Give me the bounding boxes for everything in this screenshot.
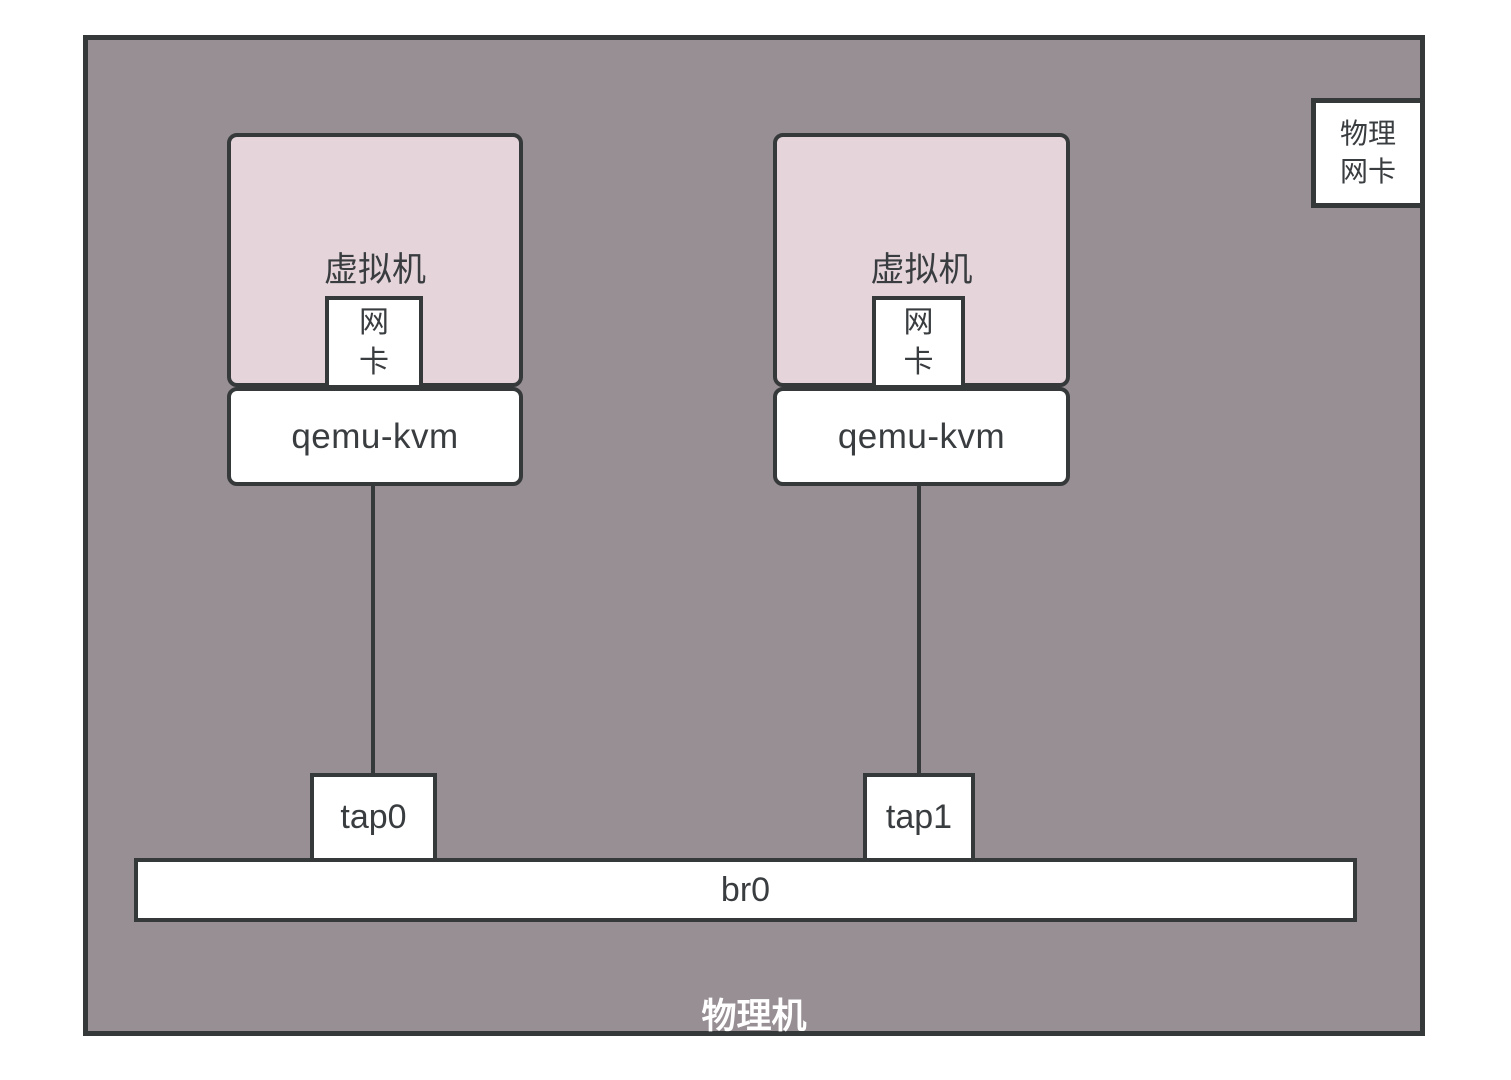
physical-nic-box: 物理网卡 — [1311, 98, 1425, 208]
vm-label-2: 虚拟机 — [870, 250, 973, 289]
connector-line-1 — [371, 484, 375, 775]
physical-nic-label: 物理网卡 — [1339, 117, 1396, 187]
tap-box-1: tap1 — [863, 773, 975, 862]
host-machine-label: 物理机 — [701, 996, 807, 1036]
hypervisor-box-2: qemu-kvm — [773, 387, 1070, 486]
hypervisor-box-1: qemu-kvm — [227, 387, 523, 486]
connector-line-2 — [917, 481, 921, 775]
vm-nic-box-2: 网卡 — [872, 296, 965, 389]
vm-nic-box-1: 网卡 — [325, 296, 423, 389]
vm-nic-label-1: 网卡 — [359, 305, 389, 379]
bridge-box: br0 — [134, 858, 1357, 922]
vm-label-1: 虚拟机 — [324, 250, 426, 289]
tap-box-0: tap0 — [310, 773, 437, 862]
vm-nic-label-2: 网卡 — [903, 305, 934, 379]
